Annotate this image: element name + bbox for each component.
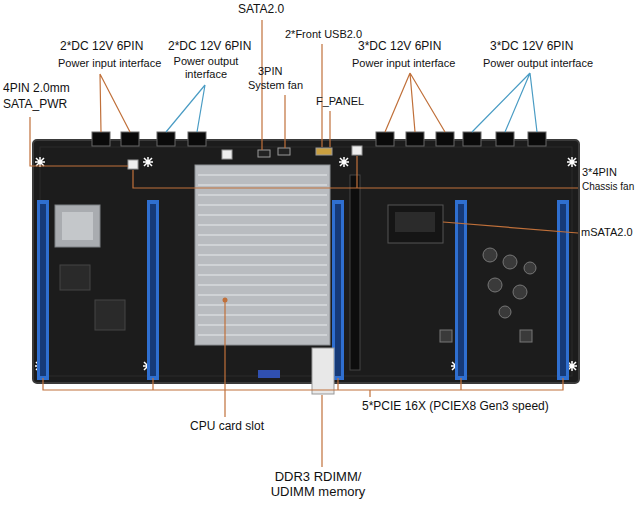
power-connector bbox=[436, 132, 454, 146]
callout-label: mSATA2.0 bbox=[581, 226, 633, 239]
callout-label: 2*Front USB2.0 bbox=[285, 28, 362, 41]
leader-line bbox=[30, 117, 128, 166]
pcie-slot bbox=[37, 200, 49, 380]
callout-label: Power output interface bbox=[163, 55, 249, 80]
mount-star bbox=[339, 157, 349, 167]
pcie-slot bbox=[40, 204, 46, 376]
small-header bbox=[258, 150, 270, 157]
leader-line bbox=[284, 95, 285, 148]
pcie-slot bbox=[560, 204, 566, 376]
memory-slot bbox=[312, 348, 334, 394]
callout-label: F_PANEL bbox=[316, 95, 364, 108]
pcie-slot bbox=[458, 204, 464, 376]
small-header bbox=[278, 148, 290, 155]
msata-module bbox=[388, 205, 443, 243]
capacitor bbox=[524, 262, 536, 274]
callout-label: System fan bbox=[248, 79, 303, 92]
leader-line bbox=[224, 300, 225, 417]
pcie-slot bbox=[455, 200, 467, 380]
cpu-heatsink bbox=[195, 165, 330, 345]
callout-label: 2*DC 12V 6PIN bbox=[168, 40, 251, 54]
leader-line bbox=[321, 395, 322, 467]
leader-line bbox=[385, 73, 445, 132]
callout-label: 2*DC 12V 6PIN bbox=[60, 40, 143, 54]
chipset bbox=[60, 265, 90, 290]
capacitor bbox=[520, 330, 532, 342]
power-connector bbox=[463, 132, 481, 146]
memory-slot bbox=[258, 370, 280, 378]
small-header bbox=[128, 160, 138, 169]
leader-line bbox=[43, 378, 563, 397]
msata-module bbox=[388, 205, 443, 243]
chipset bbox=[62, 212, 93, 240]
capacitor bbox=[483, 248, 497, 262]
pcie-slot bbox=[150, 204, 156, 376]
callout-label: 3PIN bbox=[258, 65, 282, 78]
callout-label: Power input interface bbox=[352, 57, 455, 70]
callout-label: Chassis fan bbox=[582, 181, 634, 193]
chipset bbox=[55, 205, 100, 247]
mount-star bbox=[143, 157, 153, 167]
motherboard bbox=[33, 140, 579, 383]
leader-dot bbox=[223, 298, 228, 303]
chipset bbox=[95, 300, 125, 330]
small-header bbox=[352, 146, 362, 155]
power-connector bbox=[92, 132, 546, 146]
power-connector bbox=[188, 132, 206, 146]
callout-label: 4PIN 2.0mm bbox=[3, 82, 70, 96]
small-header bbox=[222, 150, 232, 159]
callout-label: Power input interface bbox=[58, 57, 161, 70]
power-connector bbox=[406, 132, 424, 146]
small-header bbox=[316, 148, 332, 155]
leader-line bbox=[133, 156, 578, 188]
callout-label: 5*PCIE 16X (PCIEX8 Gen3 speed) bbox=[362, 400, 549, 414]
callout-label: 3*DC 12V 6PIN bbox=[490, 40, 573, 54]
power-connector bbox=[157, 132, 175, 146]
small-header bbox=[128, 146, 362, 169]
pcie-slot bbox=[147, 200, 159, 380]
motherboard bbox=[33, 140, 579, 383]
power-connector bbox=[496, 132, 514, 146]
capacitor bbox=[440, 330, 452, 342]
memory-slot bbox=[258, 175, 360, 394]
cpu-heatsink bbox=[198, 175, 327, 335]
capacitor bbox=[488, 278, 502, 292]
power-connector bbox=[376, 132, 394, 146]
callout-label: CPU card slot bbox=[190, 420, 264, 434]
power-connector bbox=[92, 132, 110, 146]
capacitor bbox=[440, 248, 536, 342]
capacitor bbox=[513, 285, 527, 299]
power-connector bbox=[121, 132, 139, 146]
leader-dot bbox=[223, 298, 228, 303]
callout-label: SATA_PWR bbox=[3, 98, 67, 112]
leader-line bbox=[166, 85, 205, 132]
callout-label: 3*4PIN bbox=[582, 166, 617, 179]
leader-line bbox=[329, 111, 330, 147]
chipset bbox=[55, 205, 125, 330]
callout-label: Power output interface bbox=[483, 57, 593, 70]
callout-label: SATA2.0 bbox=[238, 3, 284, 17]
power-connector bbox=[528, 132, 546, 146]
memory-slot bbox=[350, 175, 360, 370]
motherboard bbox=[40, 147, 572, 376]
pcie-slot bbox=[557, 200, 569, 380]
pcie-slot bbox=[335, 204, 341, 376]
leader-line bbox=[472, 73, 537, 132]
mount-star bbox=[35, 157, 577, 371]
msata-module bbox=[395, 212, 435, 232]
leader-line bbox=[443, 222, 578, 233]
capacitor bbox=[499, 306, 511, 318]
cpu-heatsink bbox=[195, 165, 330, 345]
leader-line bbox=[100, 74, 130, 132]
leader-line bbox=[30, 20, 578, 467]
capacitor bbox=[503, 255, 517, 269]
callout-label: 3*DC 12V 6PIN bbox=[358, 40, 441, 54]
callout-label: DDR3 RDIMM/ UDIMM memory bbox=[262, 470, 374, 500]
mount-star bbox=[567, 157, 577, 167]
